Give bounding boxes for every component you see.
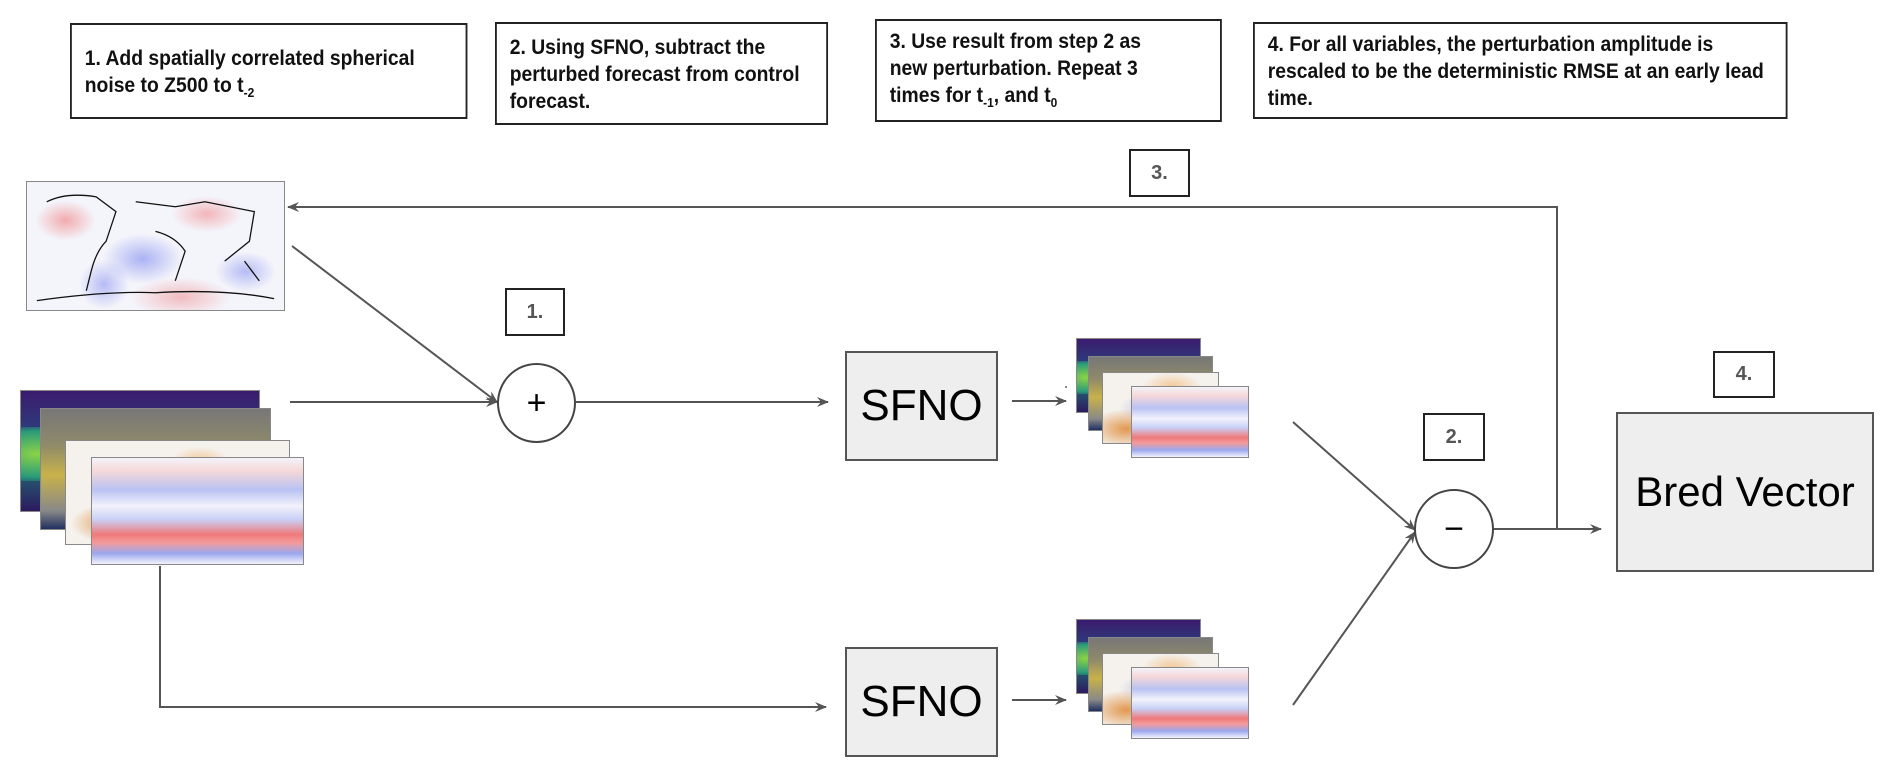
initial-layer-4 bbox=[91, 457, 304, 565]
feedback-line bbox=[287, 202, 1558, 530]
perturbed-layer-4 bbox=[1065, 386, 1067, 388]
bred-vector-block: Bred Vector bbox=[1616, 412, 1874, 572]
subtract-operator: − bbox=[1414, 489, 1494, 569]
note-step-4: 4. For all variables, the perturbation a… bbox=[1253, 22, 1788, 119]
note-step-1: 1. Add spatially correlated spherical no… bbox=[70, 23, 468, 119]
tag-step-1: 1. bbox=[505, 288, 565, 336]
sfno-block-top: SFNO bbox=[845, 351, 998, 461]
sfno-block-bottom: SFNO bbox=[845, 647, 998, 757]
add-operator: + bbox=[497, 363, 576, 443]
control-to-subtract-arrow bbox=[1292, 531, 1416, 706]
tag-step-4: 4. bbox=[1713, 351, 1775, 398]
note-step-3: 3. Use result from step 2 as new perturb… bbox=[875, 19, 1222, 122]
coastline-icon bbox=[36, 194, 275, 302]
note-step-2-text: 2. Using SFNO, subtract the perturbed fo… bbox=[509, 36, 800, 113]
noise-to-add-arrow bbox=[291, 245, 498, 403]
note-step-3-line3: times for t-1, and t0 bbox=[889, 84, 1058, 111]
tag-step-2: 2. bbox=[1423, 413, 1485, 461]
perturbed-to-subtract-arrow bbox=[1292, 421, 1416, 531]
note-step-1-text: 1. Add spatially correlated spherical no… bbox=[84, 47, 415, 97]
note-step-2: 2. Using SFNO, subtract the perturbed fo… bbox=[495, 22, 829, 125]
note-step-4-text: 4. For all variables, the perturbation a… bbox=[1267, 33, 1764, 110]
note-step-3-line2: new perturbation. Repeat 3 bbox=[889, 57, 1138, 80]
control-layer-4 bbox=[1131, 667, 1249, 739]
tag-step-3: 3. bbox=[1129, 149, 1190, 197]
note-step-1-subscript: -2 bbox=[243, 85, 255, 101]
note-step-3-line1: 3. Use result from step 2 as bbox=[889, 30, 1141, 53]
noise-map bbox=[26, 181, 285, 311]
control-line bbox=[159, 566, 827, 712]
perturbed-layer-4b bbox=[1131, 386, 1249, 458]
